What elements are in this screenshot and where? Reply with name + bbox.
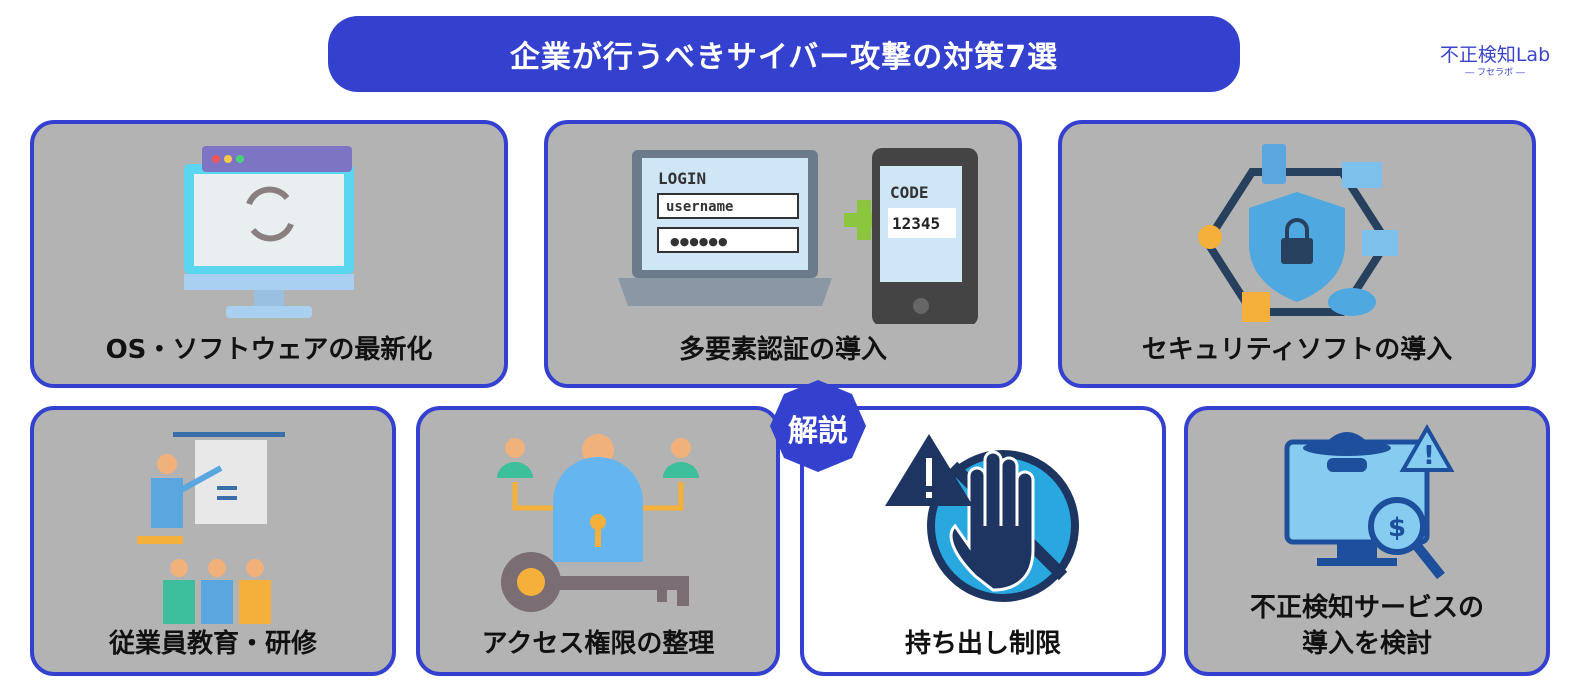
svg-text:!: !	[1423, 441, 1435, 471]
card-label: 持ち出し制限	[904, 629, 1061, 659]
card-label: 多要素認証の導入	[678, 335, 887, 365]
badge-shape-icon	[770, 380, 866, 472]
card-label: アクセス権限の整理	[481, 629, 715, 659]
card-label: セキュリティソフトの導入	[1141, 335, 1453, 365]
fraud-detection-icon: ! $	[1284, 423, 1455, 580]
card-label-line1: 不正検知サービスの	[1249, 593, 1484, 623]
svg-text:12345: 12345	[892, 214, 940, 233]
monitor-update-icon	[184, 146, 354, 318]
card-label: OS・ソフトウェアの最新化	[105, 335, 433, 365]
card-training: 従業員教育・研修	[30, 406, 396, 676]
svg-text:LOGIN: LOGIN	[658, 169, 706, 188]
svg-text:$: $	[1388, 513, 1406, 543]
explanation-badge: 解説	[770, 380, 866, 472]
card-label-line2: 導入を検討	[1301, 629, 1432, 659]
card-security-software: セキュリティソフトの導入	[1058, 120, 1536, 388]
svg-text:CODE: CODE	[890, 183, 929, 202]
svg-text:username: username	[666, 199, 733, 215]
card-fraud-detection: ! $ 不正検知サービスの 導入を検討	[1184, 406, 1550, 676]
card-label: 不正検知サービスの 導入を検討	[1188, 590, 1546, 662]
card-os-update: OS・ソフトウェアの最新化	[30, 120, 508, 388]
access-key-icon	[497, 434, 699, 612]
svg-text:●●●●●●: ●●●●●●	[670, 235, 728, 248]
card-access-rights: アクセス権限の整理	[416, 406, 780, 676]
card-mfa: LOGIN username ●●●●●● CODE 12345 多要素認証の導…	[544, 120, 1022, 388]
page-title: 企業が行うべきサイバー攻撃の対策7選	[328, 16, 1240, 92]
logo-subtext: ― フセラボ ―	[1465, 68, 1525, 78]
stop-hand-icon	[885, 434, 1079, 602]
login-2fa-icon: LOGIN username ●●●●●● CODE 12345	[618, 148, 978, 324]
logo: 不正検知Lab ― フセラボ ―	[1420, 40, 1570, 78]
training-icon	[137, 432, 285, 624]
security-shield-icon	[1198, 144, 1398, 322]
badge-text: 解説	[788, 414, 848, 449]
logo-text: 不正検知Lab	[1439, 44, 1551, 66]
card-takeout-restriction: 持ち出し制限	[800, 406, 1166, 676]
card-label: 従業員教育・研修	[108, 629, 317, 659]
